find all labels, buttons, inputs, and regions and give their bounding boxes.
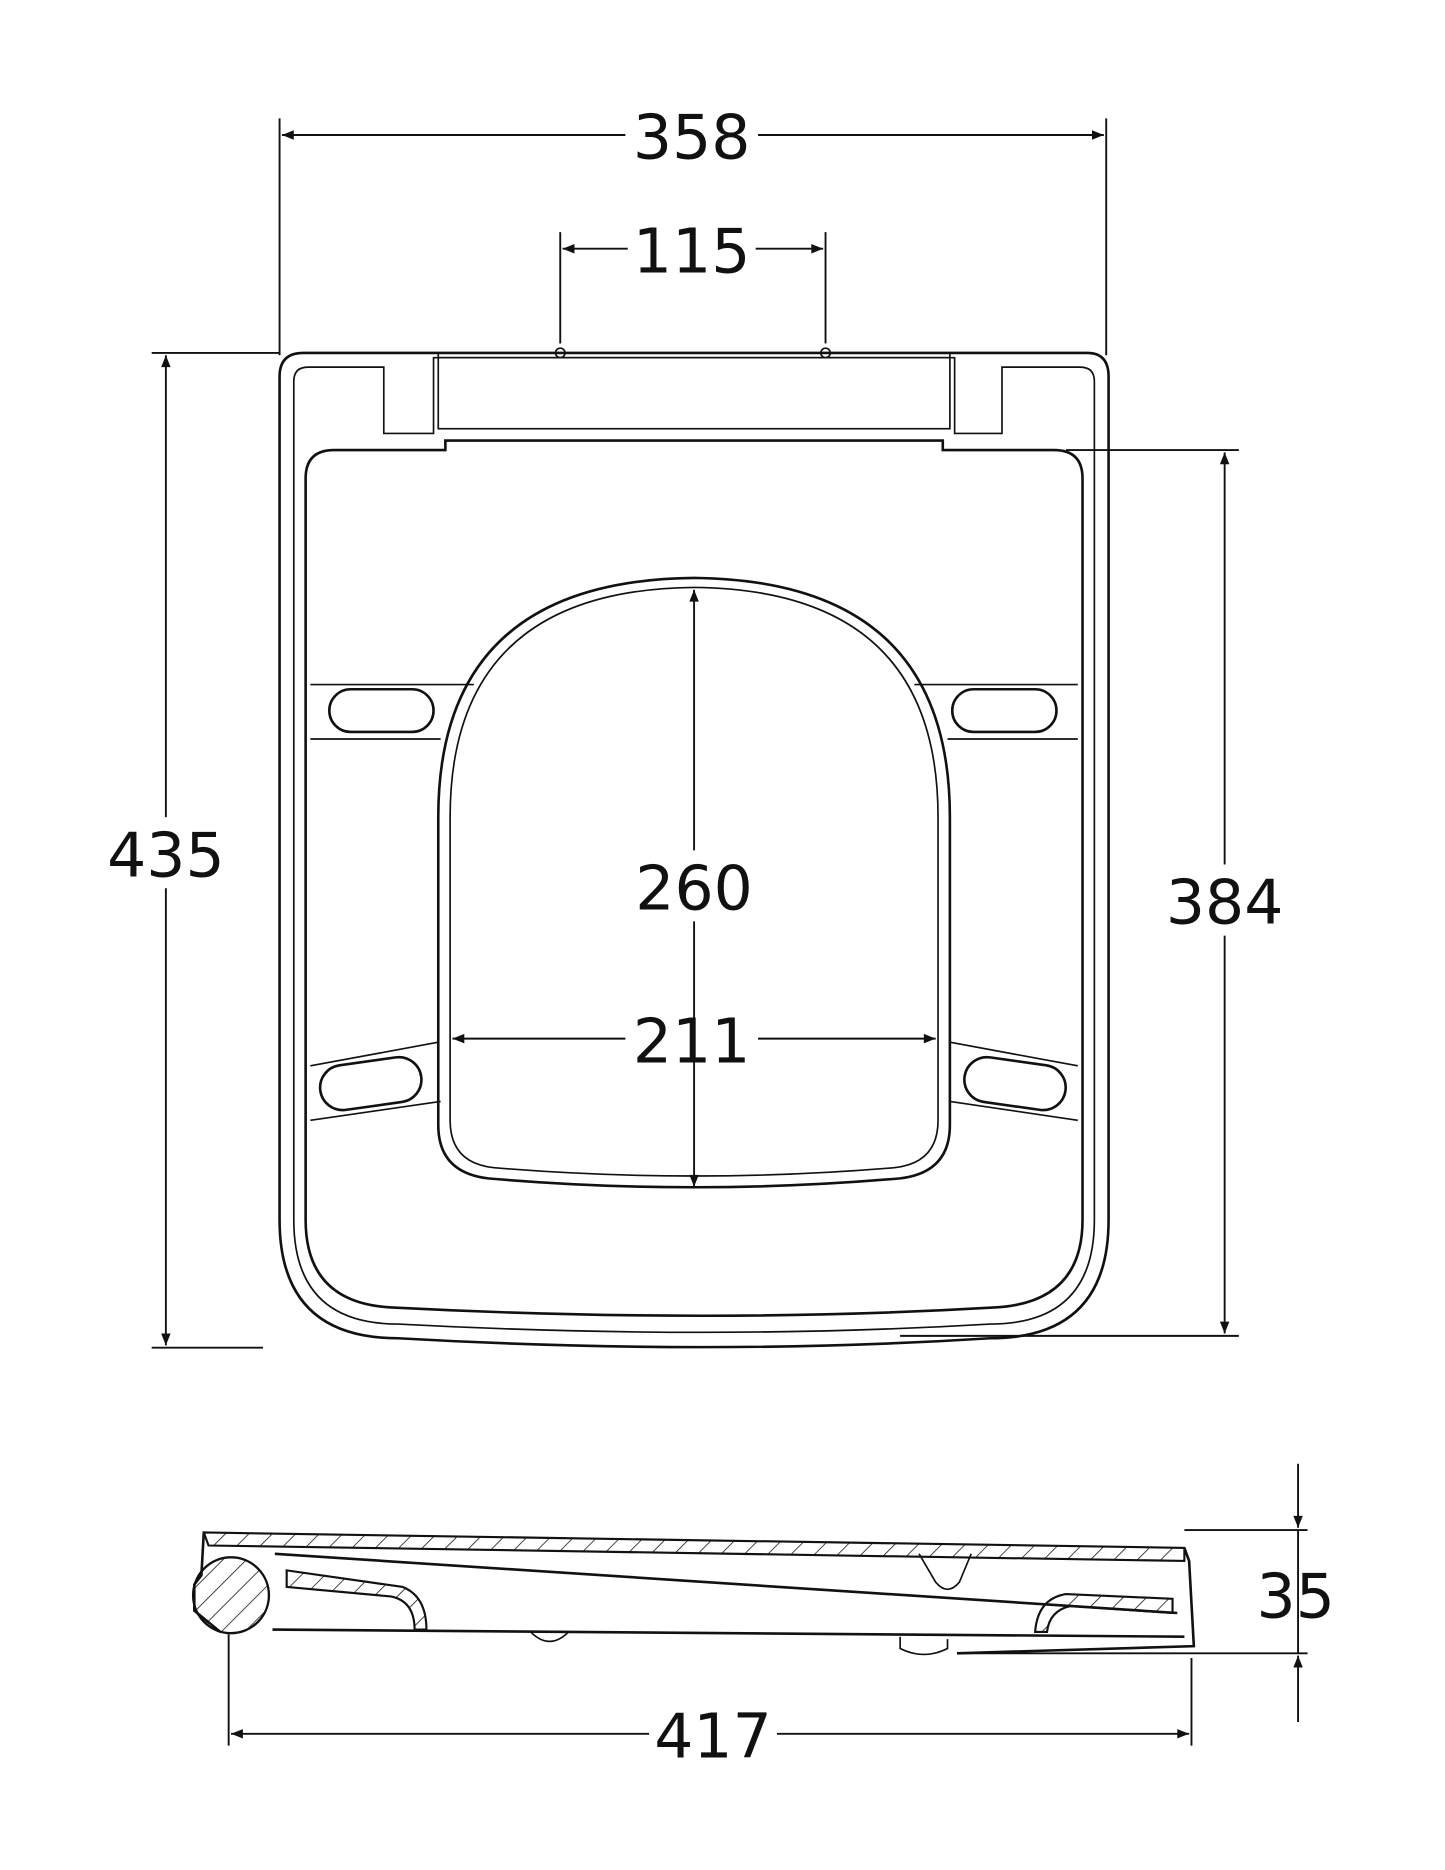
- dim-inner-length: 384: [1166, 867, 1284, 939]
- top-view: 358 115 435 384 260 211: [107, 102, 1284, 1349]
- dim-side-length: 417: [654, 1700, 772, 1772]
- dim-opening-length: 260: [635, 853, 753, 925]
- buffer-pad: [328, 687, 435, 734]
- dim-overall-length: 435: [107, 819, 225, 891]
- lid-section: [202, 1531, 1186, 1562]
- lid-inner-panel: [304, 439, 1084, 1318]
- dim-opening-width: 211: [633, 1005, 751, 1077]
- buffer-pad: [963, 1055, 1067, 1112]
- dim-overall-width: 358: [633, 102, 751, 174]
- hinge-section: [191, 1556, 271, 1635]
- buffer-pad: [318, 1055, 423, 1112]
- hinge-bar: [437, 352, 951, 430]
- seat-outline: [278, 351, 1110, 1349]
- seat-inner-outline: [292, 356, 1096, 1334]
- buffer-pad: [950, 687, 1058, 734]
- dim-height: 35: [1257, 1561, 1335, 1633]
- dim-hinge-spacing: 115: [633, 215, 751, 287]
- ribs: [310, 683, 1078, 1122]
- seat-opening: [436, 576, 952, 1189]
- side-view: 35 417: [191, 1463, 1335, 1772]
